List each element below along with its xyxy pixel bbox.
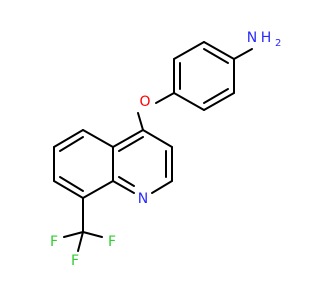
bond [82, 129, 114, 148]
fluorine-right-label: F [108, 234, 116, 250]
bond [82, 231, 103, 238]
bond [151, 180, 173, 194]
ring-nitrogen-label: N [138, 191, 148, 207]
bond [203, 88, 229, 104]
bond [155, 92, 175, 104]
amine-hydrogen-count: 2 [275, 38, 281, 49]
ether-oxygen-label: O [139, 94, 150, 110]
amine-nitrogen-symbol: N [247, 30, 257, 46]
bond [53, 180, 84, 199]
bond [173, 92, 205, 111]
atom-label-layer: N H 2 O N F F F [50, 30, 281, 269]
bond-layer [53, 41, 253, 252]
bond [203, 48, 229, 64]
molecule-structure-diagram: N H 2 O N F F F [50, 30, 281, 269]
bond [59, 176, 84, 192]
bond [137, 112, 144, 131]
amine-nitrogen-label: N H 2 [247, 30, 282, 49]
bond [233, 48, 253, 60]
bond [203, 92, 235, 111]
molecule-svg: N H 2 O N F F F [50, 30, 281, 269]
bond [59, 136, 84, 152]
bond [203, 41, 235, 60]
bond [118, 176, 135, 187]
bond [63, 231, 84, 238]
bond [142, 129, 173, 148]
bond [112, 129, 144, 148]
bond [118, 136, 144, 152]
bond [53, 129, 84, 148]
amine-hydrogen-symbol: H [261, 30, 272, 46]
fluorine-middle-label: F [71, 253, 79, 269]
fluorine-left-label: F [50, 234, 58, 250]
bond [173, 41, 205, 60]
bond [112, 180, 135, 194]
bond [82, 180, 114, 199]
bond [77, 231, 84, 252]
